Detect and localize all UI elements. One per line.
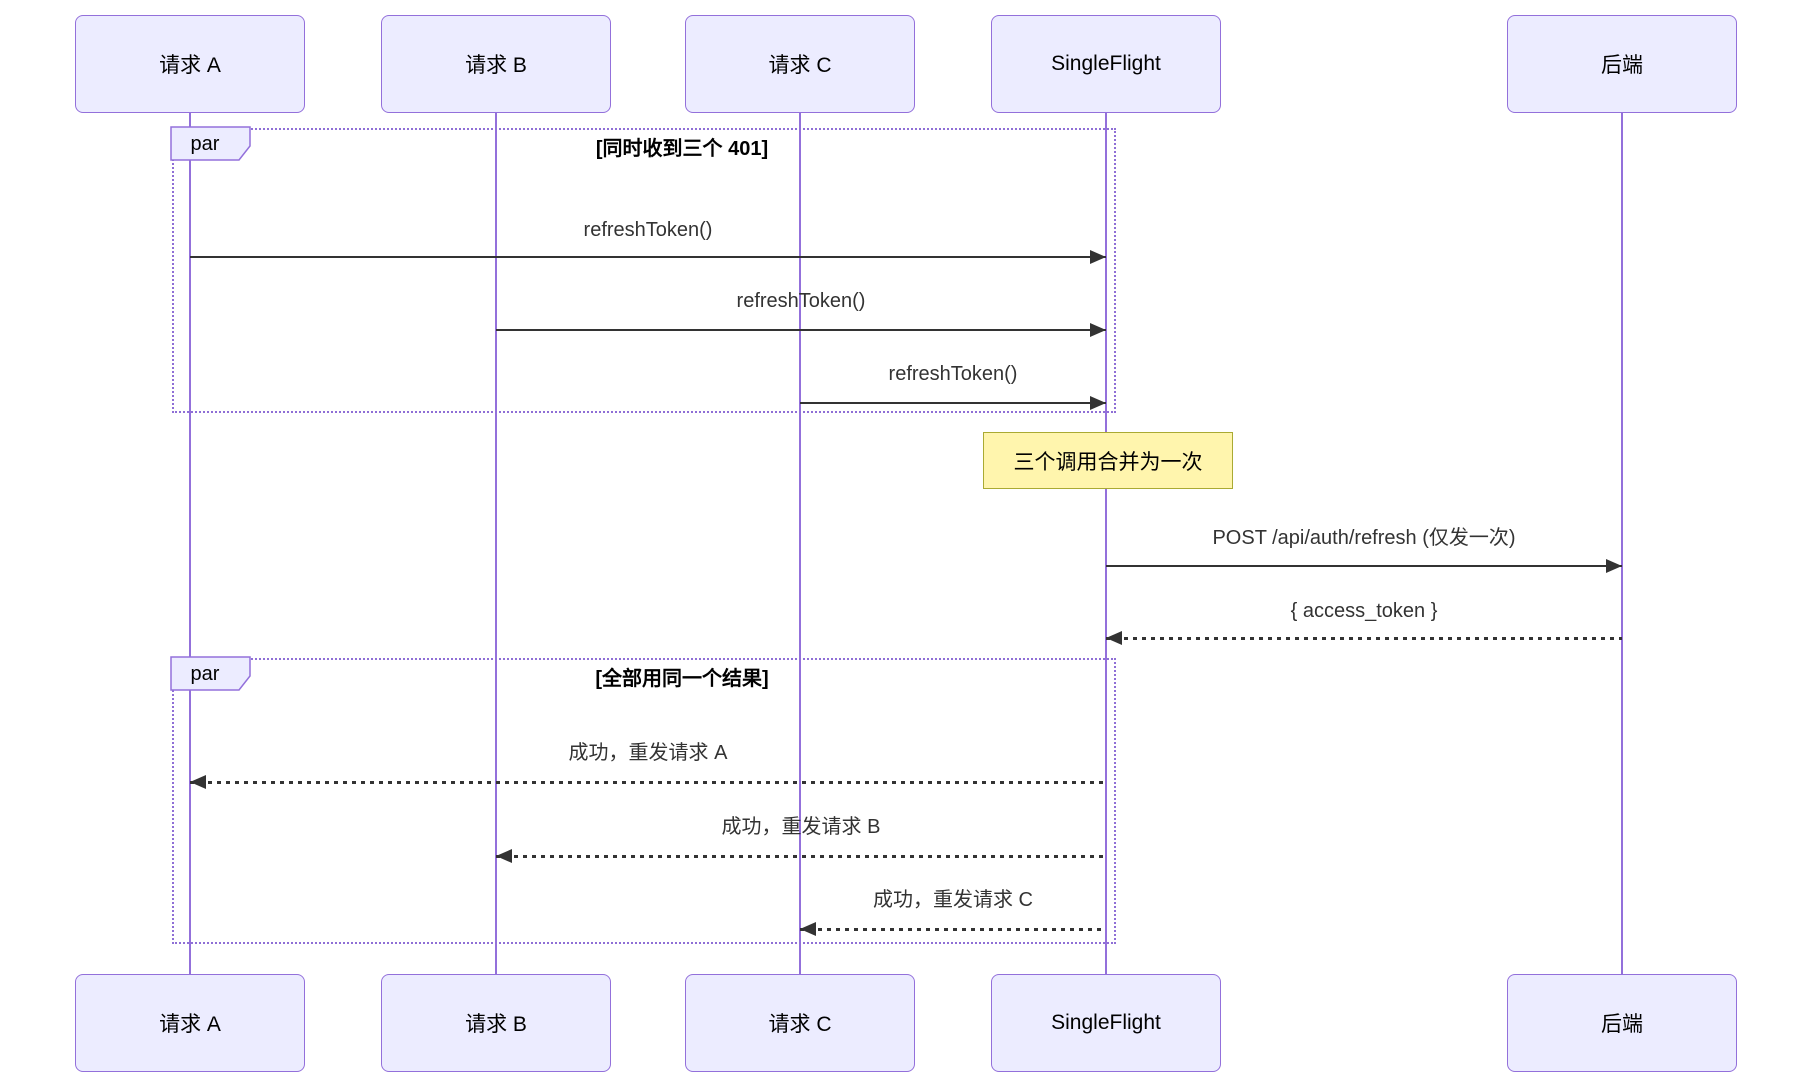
participant-bottom-singleflight: SingleFlight [991,974,1221,1072]
participant-bottom-backend: 后端 [1507,974,1737,1072]
participant-label: 后端 [1601,1013,1643,1036]
lifeline-backend [1621,113,1623,974]
participant-top-req-c: 请求 C [685,15,915,113]
participant-top-req-b: 请求 B [381,15,611,113]
participant-label: 后端 [1601,54,1643,77]
participant-label: 请求 C [768,1013,832,1036]
participant-label: SingleFlight [1051,1011,1161,1034]
participant-label: SingleFlight [1051,52,1161,75]
participant-label: 请求 A [159,54,221,77]
participant-label: 请求 B [465,54,527,77]
message-line-access-token [1106,637,1622,640]
arrowhead-refresh-c [1090,396,1106,410]
message-label-refresh-c: refreshToken() [888,363,1018,385]
note-merge: 三个调用合并为一次 [983,432,1233,489]
message-label-retry-b: 成功，重发请求 B [721,816,881,838]
message-label-refresh-b: refreshToken() [736,290,866,312]
arrowhead-retry-b [496,849,512,863]
message-label-post-refresh: POST /api/auth/refresh (仅发一次) [1212,527,1516,549]
message-label-retry-a: 成功，重发请求 A [568,742,728,764]
participant-top-req-a: 请求 A [75,15,305,113]
message-line-post-refresh [1106,565,1622,567]
message-label-refresh-a: refreshToken() [583,219,713,241]
par-frame-1 [172,128,1116,413]
participant-bottom-req-a: 请求 A [75,974,305,1072]
par-label-1: par [190,132,220,155]
par-condition-2: [全部用同一个结果] [595,668,769,690]
participant-label: 请求 B [465,1013,527,1036]
arrowhead-refresh-a [1090,250,1106,264]
message-line-refresh-c [800,402,1106,404]
arrowhead-retry-a [190,775,206,789]
message-line-refresh-b [496,329,1106,331]
participant-bottom-req-b: 请求 B [381,974,611,1072]
message-line-retry-b [496,855,1106,858]
participant-bottom-req-c: 请求 C [685,974,915,1072]
lifeline-singleflight [1105,113,1107,974]
arrowhead-retry-c [800,922,816,936]
lifeline-req-c [799,113,801,974]
par-label-2: par [190,662,220,685]
note-merge-text: 三个调用合并为一次 [1013,450,1203,474]
arrowhead-refresh-b [1090,323,1106,337]
participant-top-backend: 后端 [1507,15,1737,113]
lifeline-req-a [189,113,191,974]
lifeline-req-b [495,113,497,974]
par-label-shape-2 [170,656,251,691]
arrowhead-access-token [1106,631,1122,645]
message-line-retry-a [190,781,1106,784]
par-frame-2 [172,658,1116,944]
participant-top-singleflight: SingleFlight [991,15,1221,113]
arrowhead-post-refresh [1606,559,1622,573]
message-label-retry-c: 成功，重发请求 C [873,889,1033,911]
par-label-shape-1 [170,126,251,161]
message-label-access-token: { access_token } [1290,600,1438,622]
participant-label: 请求 A [159,1013,221,1036]
participant-label: 请求 C [768,54,832,77]
par-condition-1: [同时收到三个 401] [595,138,769,160]
message-line-retry-c [800,928,1106,931]
message-line-refresh-a [190,256,1106,258]
